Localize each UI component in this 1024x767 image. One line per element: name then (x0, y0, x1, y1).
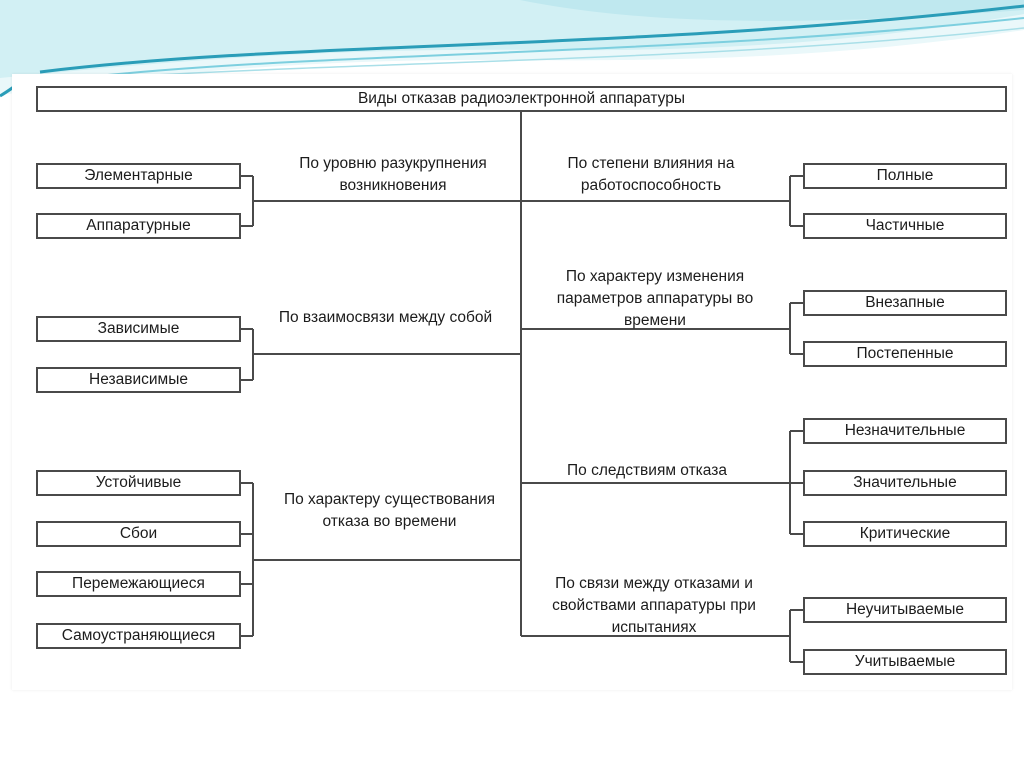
leaf-box: Независимые (36, 367, 241, 393)
category-label: По характеру изменения параметров аппара… (535, 266, 775, 332)
category-label: По связи между отказами и свойствами апп… (524, 573, 784, 639)
diagram-title: Виды отказав радиоэлектронной аппаратуры (358, 90, 685, 108)
leaf-box: Внезапные (803, 290, 1007, 316)
leaf-label: Критические (860, 525, 951, 543)
category-label: По характеру существования отказа во вре… (262, 489, 517, 533)
leaf-box: Учитываемые (803, 649, 1007, 675)
category-label: По уровню разукрупнения возникновения (268, 153, 518, 197)
category-label: По взаимосвязи между собой (268, 307, 503, 329)
leaf-label: Зависимые (98, 320, 180, 338)
diagram-title-box: Виды отказав радиоэлектронной аппаратуры (36, 86, 1007, 112)
leaf-box: Значительные (803, 470, 1007, 496)
leaf-label: Сбои (120, 525, 157, 543)
leaf-box: Перемежающиеся (36, 571, 241, 597)
leaf-label: Внезапные (865, 294, 945, 312)
leaf-label: Значительные (853, 474, 956, 492)
category-label: По степени влияния на работоспособность (531, 153, 771, 197)
leaf-label: Незначительные (845, 422, 966, 440)
leaf-label: Самоустраняющиеся (62, 627, 216, 645)
leaf-box: Незначительные (803, 418, 1007, 444)
leaf-label: Элементарные (84, 167, 193, 185)
leaf-box: Критические (803, 521, 1007, 547)
leaf-label: Аппаратурные (86, 217, 190, 235)
leaf-box: Сбои (36, 521, 241, 547)
leaf-label: Учитываемые (855, 653, 956, 671)
leaf-label: Независимые (89, 371, 188, 389)
category-label: По следствиям отказа (527, 460, 767, 482)
leaf-label: Постепенные (857, 345, 954, 363)
leaf-box: Постепенные (803, 341, 1007, 367)
leaf-label: Полные (877, 167, 934, 185)
leaf-label: Неучитываемые (846, 601, 964, 619)
leaf-box: Устойчивые (36, 470, 241, 496)
leaf-box: Самоустраняющиеся (36, 623, 241, 649)
leaf-label: Частичные (866, 217, 945, 235)
leaf-box: Зависимые (36, 316, 241, 342)
leaf-box: Неучитываемые (803, 597, 1007, 623)
leaf-label: Перемежающиеся (72, 575, 205, 593)
leaf-box: Аппаратурные (36, 213, 241, 239)
leaf-box: Частичные (803, 213, 1007, 239)
leaf-label: Устойчивые (96, 474, 182, 492)
leaf-box: Элементарные (36, 163, 241, 189)
leaf-box: Полные (803, 163, 1007, 189)
